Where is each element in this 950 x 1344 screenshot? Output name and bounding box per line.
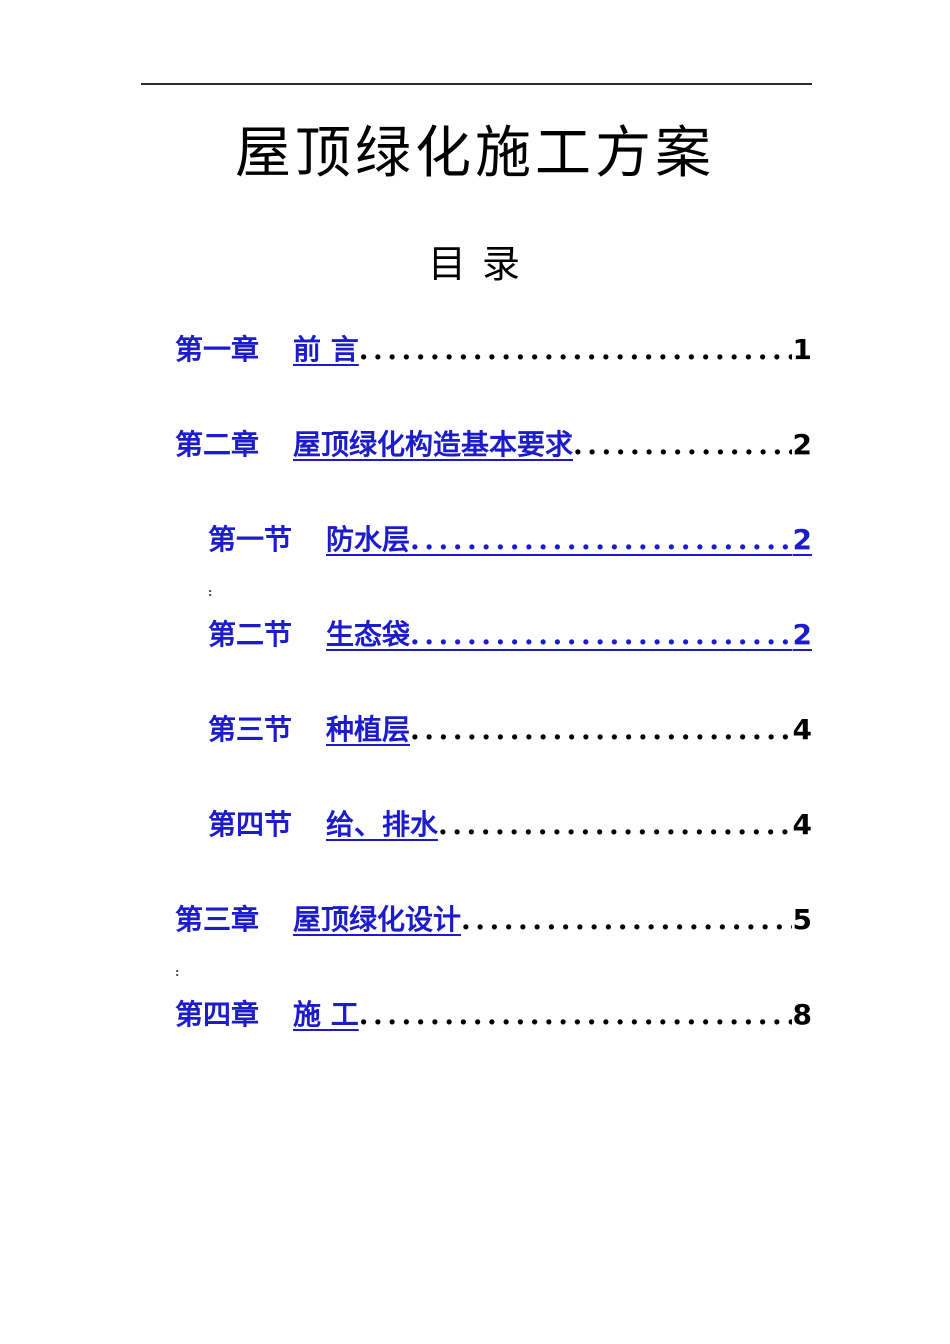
toc-entry-number: 第三章	[175, 903, 260, 936]
toc-entry-title: 屋顶绿化设计	[293, 903, 462, 936]
toc-page-number: 1	[792, 333, 812, 366]
toc-page-number: 8	[792, 998, 812, 1031]
toc-entry-link[interactable]: 第一章前 言	[175, 330, 359, 370]
toc-page-number: 2	[792, 618, 812, 651]
toc-entry-title: 生态袋	[326, 618, 411, 651]
toc-entry-title: 种植层	[326, 713, 411, 746]
toc-entry[interactable]: 第四节给、排水.................................…	[0, 805, 950, 900]
toc-entry-number: 第四章	[175, 998, 260, 1031]
toc-entry-row[interactable]: 第三节种植层..................................…	[208, 710, 812, 750]
toc-entry[interactable]: 第三章屋顶绿化设计...............................…	[0, 900, 950, 995]
toc-entry-link[interactable]: 第三章屋顶绿化设计	[175, 900, 461, 940]
toc-page-number: 2	[792, 523, 812, 556]
toc-entry-link[interactable]: 第一节防水层	[208, 520, 410, 560]
toc-dot-leader: ........................................…	[573, 428, 792, 461]
toc-entry-number: 第一章	[175, 333, 260, 366]
toc-entry[interactable]: 第二章屋顶绿化构造基本要求...........................…	[0, 425, 950, 520]
header-rule	[141, 83, 812, 85]
toc-entry-title: 前 言	[293, 333, 359, 366]
toc-entry[interactable]: : 第二节生态袋.................................…	[0, 587, 950, 710]
toc-dot-leader: ........................................…	[438, 808, 792, 841]
toc-entry[interactable]: 第一节防水层..................................…	[0, 520, 950, 615]
toc-dot-leader: ........................................…	[410, 713, 792, 746]
toc-entry-row[interactable]: 第一节防水层..................................…	[208, 520, 812, 560]
document-title: 屋顶绿化施工方案	[235, 121, 715, 186]
toc-entry-number: 第一节	[208, 523, 293, 556]
toc-entry-link[interactable]: 第三节种植层	[208, 710, 410, 750]
toc-entry-link[interactable]: 第二章屋顶绿化构造基本要求	[175, 425, 573, 465]
toc-entry-number: 第三节	[208, 713, 293, 746]
toc-entry-row[interactable]: 第二节生态袋..................................…	[208, 615, 812, 655]
toc-entry-number: 第四节	[208, 808, 293, 841]
toc-entry-row[interactable]: 第四节给、排水.................................…	[208, 805, 812, 845]
toc-page-number: 4	[792, 713, 812, 746]
toc-entry-number: 第二节	[208, 618, 293, 651]
toc-entry-row[interactable]: 第二章屋顶绿化构造基本要求...........................…	[175, 425, 812, 465]
toc-entry[interactable]: 第三节种植层..................................…	[0, 710, 950, 805]
toc-entry-title: 施 工	[293, 998, 359, 1031]
toc-entry-title: 给、排水	[326, 808, 439, 841]
toc-entry-link[interactable]: 第四章施 工	[175, 995, 359, 1035]
toc-dot-leader: ........................................…	[358, 998, 792, 1031]
toc-dot-leader: ........................................…	[358, 333, 792, 366]
toc-dot-leader: ........................................…	[410, 618, 792, 651]
toc-entry-row[interactable]: 第三章屋顶绿化设计...............................…	[175, 900, 812, 940]
stray-mark-artifact: :	[208, 586, 213, 599]
toc-page-number: 2	[792, 428, 812, 461]
toc-entry-link[interactable]: 第四节给、排水	[208, 805, 438, 845]
toc-page-number: 4	[792, 808, 812, 841]
table-of-contents-heading: 目 录	[427, 242, 523, 286]
toc-dot-leader: ........................................…	[410, 523, 792, 556]
toc-entry-title: 屋顶绿化构造基本要求	[293, 428, 574, 461]
toc-entry-number: 第二章	[175, 428, 260, 461]
toc-dot-leader: ........................................…	[461, 903, 792, 936]
stray-mark-artifact: :	[175, 966, 180, 979]
toc-entry-link[interactable]: 第二节生态袋	[208, 615, 410, 655]
toc-entry-title: 防水层	[326, 523, 411, 556]
toc-page-number: 5	[792, 903, 812, 936]
